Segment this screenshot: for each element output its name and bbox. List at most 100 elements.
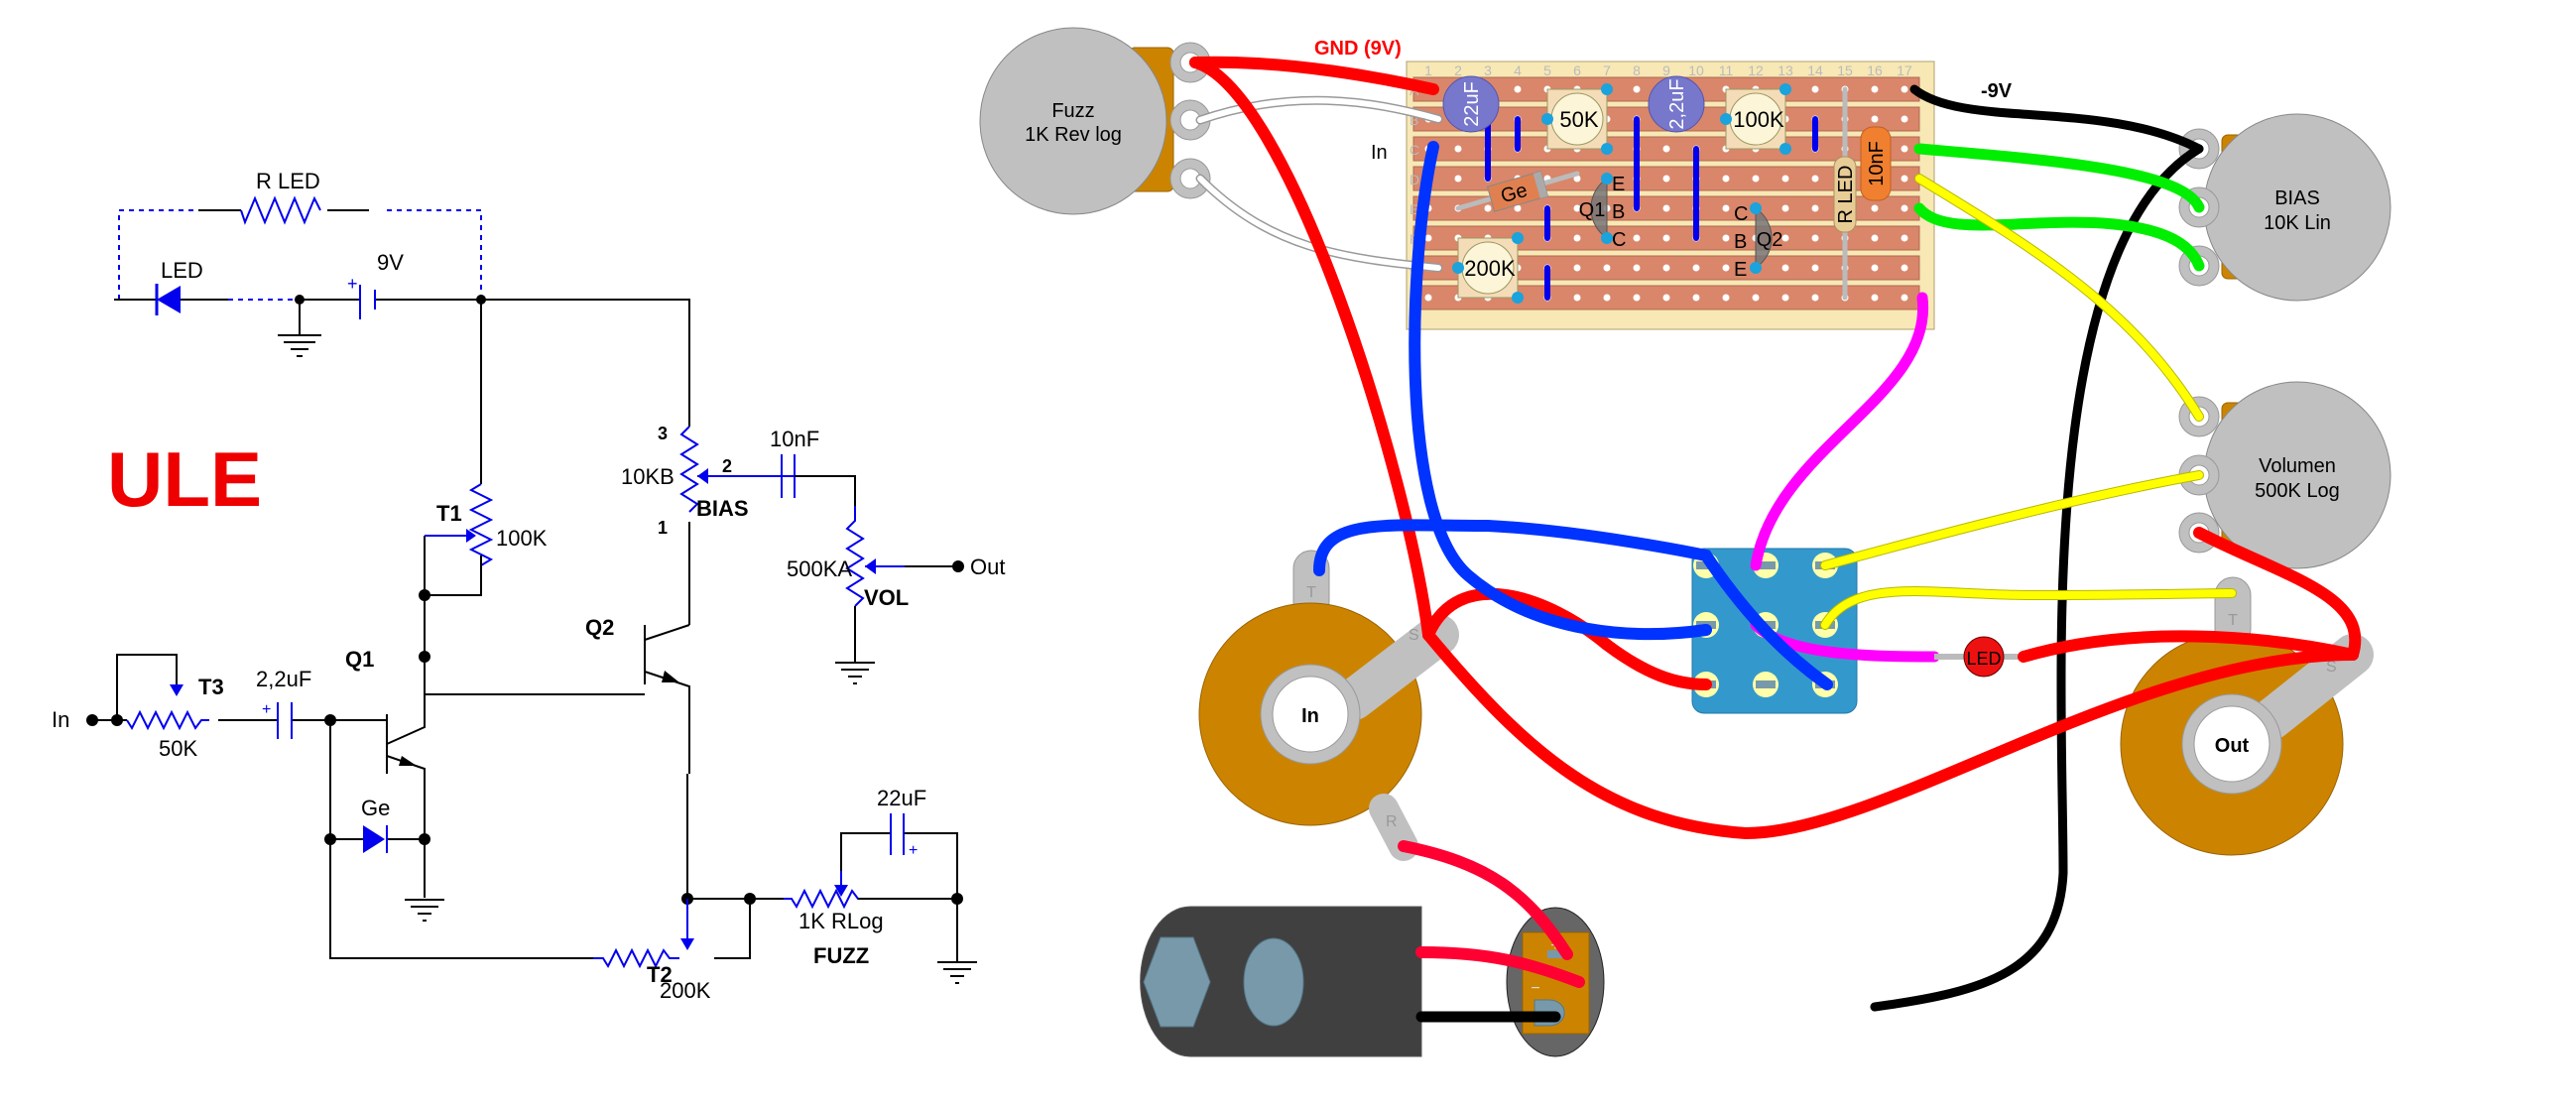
battery-clip bbox=[1140, 906, 1422, 1057]
fuzz-pot-component[interactable]: Fuzz 1K Rev log bbox=[979, 27, 1211, 215]
strip-hole bbox=[1871, 264, 1879, 272]
bias-pot-component[interactable]: BIAS 10K Lin bbox=[2178, 113, 2392, 302]
svg-text:50K: 50K bbox=[1559, 107, 1598, 132]
wires: LED bbox=[1189, 56, 2362, 1023]
cap-10nf-label: 10nF bbox=[770, 427, 819, 451]
column-label: 3 bbox=[1484, 62, 1492, 78]
column-label: 16 bbox=[1867, 62, 1883, 78]
strip-hole bbox=[1662, 204, 1670, 212]
gnd-9v-label: GND (9V) bbox=[1314, 38, 1402, 60]
column-label: 8 bbox=[1633, 62, 1641, 78]
strip-hole bbox=[1692, 264, 1700, 272]
volume-pot-name: Volumen bbox=[2259, 455, 2336, 477]
column-label: 11 bbox=[1719, 62, 1734, 78]
strip-hole bbox=[1722, 264, 1730, 272]
input-jack[interactable]: T S R In bbox=[1198, 550, 1459, 861]
svg-text:Q2: Q2 bbox=[1757, 229, 1783, 251]
q2-label: Q2 bbox=[585, 615, 614, 640]
strip-hole bbox=[1722, 234, 1730, 242]
transistor-q2: Q2 C B E bbox=[1734, 202, 1782, 281]
cap-2u2f: 2,2uF bbox=[1648, 75, 1705, 133]
fuzz-pot-name: Fuzz bbox=[1051, 100, 1094, 122]
svg-text:C: C bbox=[1612, 229, 1626, 251]
cap-22uf: 22uF bbox=[1442, 75, 1500, 133]
strip-hole bbox=[1752, 175, 1760, 183]
vol-value: 500KA bbox=[787, 556, 852, 581]
t2-value: 200K bbox=[660, 978, 711, 1003]
strip-hole bbox=[1573, 294, 1581, 302]
t3-trimmer bbox=[126, 709, 209, 731]
bias-value: 10KB bbox=[621, 464, 675, 489]
svg-text:R LED: R LED bbox=[1835, 166, 1857, 224]
strip-hole bbox=[1871, 204, 1879, 212]
strip-hole bbox=[1484, 204, 1492, 212]
strip-hole bbox=[1573, 234, 1581, 242]
strip-hole bbox=[1454, 145, 1462, 153]
out-label: Out bbox=[970, 555, 1005, 579]
minus-9v-label: -9V bbox=[1981, 80, 2013, 102]
strip-hole bbox=[1573, 204, 1581, 212]
strip-hole bbox=[1662, 145, 1670, 153]
strip-hole bbox=[1603, 264, 1611, 272]
strip-hole bbox=[1514, 204, 1522, 212]
svg-text:10nF: 10nF bbox=[1866, 141, 1888, 186]
input-jack-label: In bbox=[1301, 705, 1319, 727]
wiring-layout: Fuzz 1K Rev log BIAS 10K Lin Volumen 500… bbox=[979, 27, 2392, 1057]
out-terminal bbox=[952, 560, 964, 572]
ground-symbol bbox=[405, 899, 444, 922]
strip-hole bbox=[1781, 264, 1789, 272]
svg-text:R: R bbox=[1386, 813, 1398, 830]
vol-label: VOL bbox=[864, 585, 909, 610]
row-label: D bbox=[1410, 172, 1419, 187]
volume-pot bbox=[845, 506, 865, 607]
strip-hole bbox=[1424, 234, 1432, 242]
svg-text:T: T bbox=[1306, 584, 1316, 601]
svg-text:1: 1 bbox=[658, 518, 668, 538]
column-label: 5 bbox=[1543, 62, 1551, 78]
strip-hole bbox=[1811, 294, 1819, 302]
strip-hole bbox=[1901, 264, 1908, 272]
strip-hole bbox=[1573, 264, 1581, 272]
strip-hole bbox=[1662, 175, 1670, 183]
strip-hole bbox=[1752, 294, 1760, 302]
fuzz-label: FUZZ bbox=[813, 943, 869, 968]
strip-hole bbox=[1811, 204, 1819, 212]
schematic: ULE R LED LED + 9V T1 100K bbox=[52, 169, 1005, 1003]
strip-hole bbox=[1901, 175, 1908, 183]
column-label: 7 bbox=[1603, 62, 1611, 78]
bias-pot bbox=[679, 426, 699, 513]
cap-22u-label: 22uF bbox=[877, 786, 926, 810]
t1-value: 100K bbox=[496, 526, 548, 551]
q1-label: Q1 bbox=[345, 647, 374, 672]
output-jack[interactable]: T S Out bbox=[2120, 576, 2374, 856]
fuzz-pot-value: 1K Rev log bbox=[1025, 124, 1122, 146]
column-label: 2 bbox=[1454, 62, 1462, 78]
svg-text:C: C bbox=[1734, 203, 1748, 225]
svg-text:200K: 200K bbox=[1464, 256, 1516, 281]
svg-text:S: S bbox=[1409, 627, 1419, 644]
strip-hole bbox=[1633, 85, 1641, 93]
svg-text:3: 3 bbox=[658, 424, 668, 443]
bias-pot-value: 10K Lin bbox=[2264, 212, 2331, 234]
led-diode-icon bbox=[157, 286, 181, 313]
strip-hole bbox=[1633, 234, 1641, 242]
bias-pot-name: BIAS bbox=[2274, 187, 2320, 209]
title: ULE bbox=[107, 435, 262, 523]
svg-text:E: E bbox=[1734, 259, 1747, 281]
output-jack-label: Out bbox=[2215, 735, 2250, 757]
svg-text:T: T bbox=[2228, 612, 2238, 629]
r-led-label: R LED bbox=[256, 169, 320, 193]
resistor-r-led: R LED bbox=[1833, 86, 1857, 301]
strip-hole bbox=[1781, 204, 1789, 212]
strip-hole bbox=[1811, 234, 1819, 242]
t2-trimmer bbox=[593, 947, 679, 969]
strip-hole bbox=[1454, 175, 1462, 183]
strip-hole bbox=[1901, 294, 1908, 302]
strip-hole bbox=[1722, 204, 1730, 212]
row-label: B bbox=[1410, 112, 1418, 128]
column-label: 14 bbox=[1807, 62, 1823, 78]
strip-hole bbox=[1781, 294, 1789, 302]
column-label: 15 bbox=[1837, 62, 1853, 78]
strip-hole bbox=[1811, 85, 1819, 93]
